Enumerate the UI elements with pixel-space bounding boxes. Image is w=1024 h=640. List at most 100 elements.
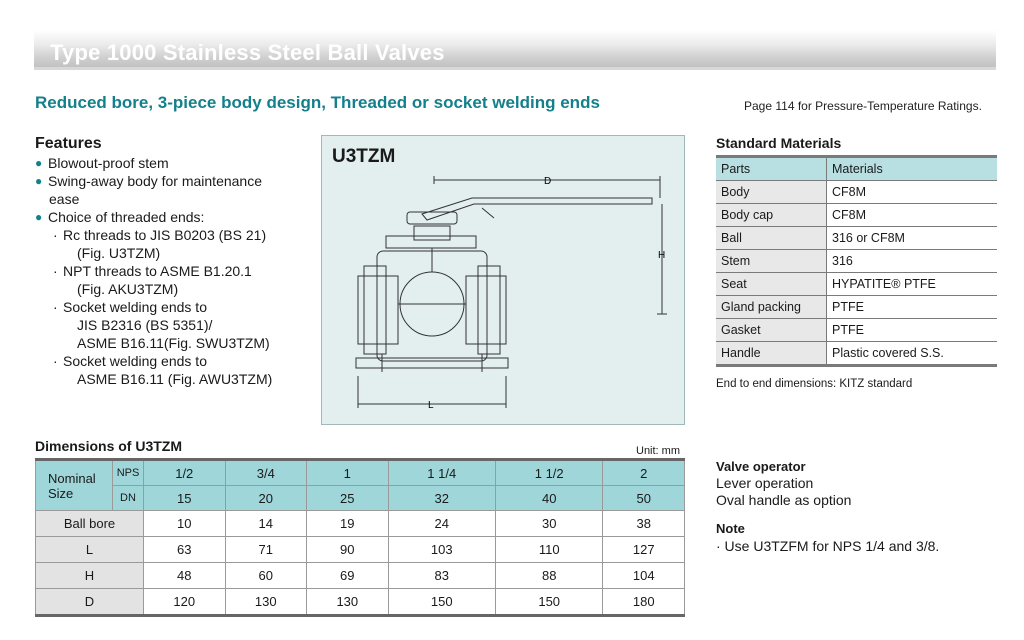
value-cell: 14: [224, 510, 308, 537]
feature-item: ●Swing-away body for maintenance: [35, 173, 263, 189]
row-label: H: [35, 562, 144, 589]
value-cell: 88: [494, 562, 604, 589]
dimension-h-label: H: [658, 250, 665, 261]
bullet-icon: ●: [35, 210, 43, 224]
table-row: Ball bore 10 14 19 24 30 38: [35, 510, 685, 537]
material-cell: 316 or CF8M: [826, 226, 997, 250]
valve-operator-heading: Valve operator: [716, 459, 806, 474]
table-row: D 120 130 130 150 150 180: [35, 588, 685, 617]
end-to-end-note: End to end dimensions: KITZ standard: [716, 378, 913, 390]
bullet-icon: ●: [35, 174, 43, 188]
dn-row: DN 15 20 25 32 40 50: [36, 485, 685, 511]
part-cell: Body: [716, 180, 827, 204]
value-cell: 71: [224, 536, 308, 563]
valve-operator-line: Lever operation: [716, 475, 814, 491]
banner-title: Type 1000 Stainless Steel Ball Valves: [50, 40, 445, 65]
value-cell: 120: [143, 588, 226, 617]
part-cell: Seat: [716, 272, 827, 296]
value-cell: 48: [143, 562, 226, 589]
material-cell: 316: [826, 249, 997, 273]
table-row: H 48 60 69 83 88 104: [35, 562, 685, 589]
row-label: L: [35, 536, 144, 563]
page-banner: Type 1000 Stainless Steel Ball Valves: [34, 30, 996, 70]
material-cell: CF8M: [826, 203, 997, 227]
materials-heading: Standard Materials: [716, 135, 842, 151]
feature-subitem: ·NPT threads to ASME B1.20.1: [53, 263, 252, 279]
material-cell: CF8M: [826, 180, 997, 204]
value-cell: 130: [306, 588, 389, 617]
value-cell: 10: [143, 510, 226, 537]
nps-cell: 1 1/4: [387, 458, 496, 486]
part-cell: Handle: [716, 341, 827, 367]
feature-item: ●Blowout-proof stem: [35, 155, 169, 171]
material-cell: PTFE: [826, 318, 997, 342]
feature-subitem: ·Socket welding ends to: [53, 299, 207, 315]
material-cell: HYPATITE® PTFE: [826, 272, 997, 296]
nps-cell: 3/4: [224, 458, 308, 486]
dimension-l-label: L: [428, 400, 434, 411]
value-cell: 30: [494, 510, 604, 537]
feature-continuation: (Fig. U3TZM): [77, 245, 161, 261]
feature-continuation: (Fig. AKU3TZM): [77, 281, 179, 297]
value-cell: 104: [602, 562, 685, 589]
bullet-icon: ●: [35, 156, 43, 170]
part-cell: Ball: [716, 226, 827, 250]
feature-continuation: JIS B2316 (BS 5351)/: [77, 317, 213, 333]
feature-continuation: ASME B16.11 (Fig. AWU3TZM): [77, 371, 273, 387]
page-reference: Page 114 for Pressure-Temperature Rating…: [744, 99, 982, 113]
value-cell: 24: [387, 510, 496, 537]
dn-cell: 15: [143, 485, 226, 511]
feature-item: ●Choice of threaded ends:: [35, 209, 205, 225]
dimensions-heading: Dimensions of U3TZM: [35, 438, 183, 454]
valve-drawing: D H L: [355, 176, 667, 411]
dn-cell: 50: [602, 485, 685, 511]
unit-label: Unit: mm: [636, 445, 680, 457]
banner-rule: [34, 67, 996, 70]
value-cell: 180: [602, 588, 685, 617]
row-label: Ball bore: [35, 510, 144, 537]
valve-drawing-panel: U3TZM: [321, 135, 685, 425]
model-label: U3TZM: [332, 146, 396, 167]
material-cell: Plastic covered S.S.: [826, 341, 997, 367]
nps-cell: 1: [306, 458, 389, 486]
page-subtitle: Reduced bore, 3-piece body design, Threa…: [35, 93, 600, 112]
materials-header-row: Parts Materials: [716, 155, 997, 181]
feature-subitem: ·Rc threads to JIS B0203 (BS 21): [53, 227, 267, 243]
nps-cell: 1/2: [143, 458, 226, 486]
nps-cell: 1 1/2: [494, 458, 604, 486]
value-cell: 19: [306, 510, 389, 537]
dimension-d-label: D: [544, 176, 551, 187]
dn-cell: 32: [387, 485, 496, 511]
dn-cell: 25: [306, 485, 389, 511]
part-cell: Stem: [716, 249, 827, 273]
value-cell: 83: [387, 562, 496, 589]
dn-label: DN: [112, 485, 144, 511]
materials-header-cell: Parts: [716, 155, 827, 181]
materials-header-cell: Materials: [826, 155, 997, 181]
nps-label: NPS: [112, 458, 144, 486]
value-cell: 69: [306, 562, 389, 589]
features-heading: Features: [35, 135, 102, 152]
value-cell: 103: [387, 536, 496, 563]
nps-row: Nominal Size NPS 1/2 3/4 1 1 1/4 1 1/2 2: [35, 458, 685, 511]
row-label: D: [35, 588, 144, 617]
dimensions-table: Nominal Size NPS 1/2 3/4 1 1 1/4 1 1/2 2…: [35, 458, 685, 617]
value-cell: 60: [224, 562, 308, 589]
value-cell: 127: [602, 536, 685, 563]
valve-operator-line: Oval handle as option: [716, 492, 852, 508]
value-cell: 130: [224, 588, 308, 617]
note-text: · Use U3TZFM for NPS 1/4 and 3/8.: [716, 538, 940, 554]
value-cell: 150: [387, 588, 496, 617]
features-list: ●Blowout-proof stem ●Swing-away body for…: [35, 154, 315, 388]
part-cell: Gasket: [716, 318, 827, 342]
dn-cell: 20: [224, 485, 308, 511]
value-cell: 110: [494, 536, 604, 563]
